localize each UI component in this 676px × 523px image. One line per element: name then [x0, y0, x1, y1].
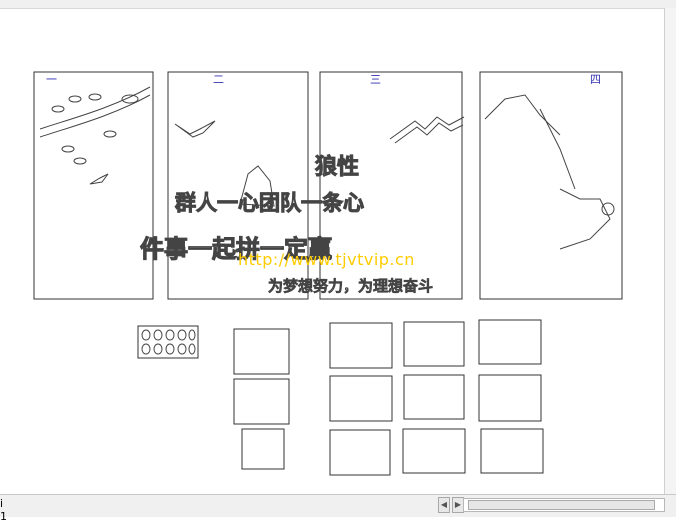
horizontal-scroll-thumb[interactable] [468, 500, 655, 510]
top-toolbar [0, 0, 676, 9]
horizontal-scrollbar[interactable] [463, 498, 665, 512]
page-tab[interactable]: i 1 [0, 497, 7, 523]
panel-number-1: 一 [46, 73, 57, 86]
slogan-line-3: 件事一起拼一定赢 [140, 235, 333, 264]
slogan-line-2: 群人一心团队一条心 [175, 191, 365, 216]
scroll-left-icon[interactable]: ◀ [438, 497, 450, 513]
watermark-url: http://www.tjvtvip.cn [238, 250, 415, 269]
panel-number-4: 四 [590, 73, 601, 86]
slogan-line-1: 狼性 [314, 155, 360, 181]
panel-number-3: 三 [370, 73, 381, 86]
drawing-canvas[interactable]: 一 二 三 四 狼性 群人一心团队一条心 件事一起拼一定赢 为梦想努力，为理想奋… [0, 9, 663, 494]
vertical-scrollbar[interactable] [664, 8, 676, 494]
status-bar: i 1 ◀ ▶ [0, 494, 676, 523]
slogan-line-4: 为梦想努力，为理想奋斗 [268, 277, 434, 296]
vector-drawing [33, 71, 623, 476]
panel-number-2: 二 [213, 73, 224, 86]
